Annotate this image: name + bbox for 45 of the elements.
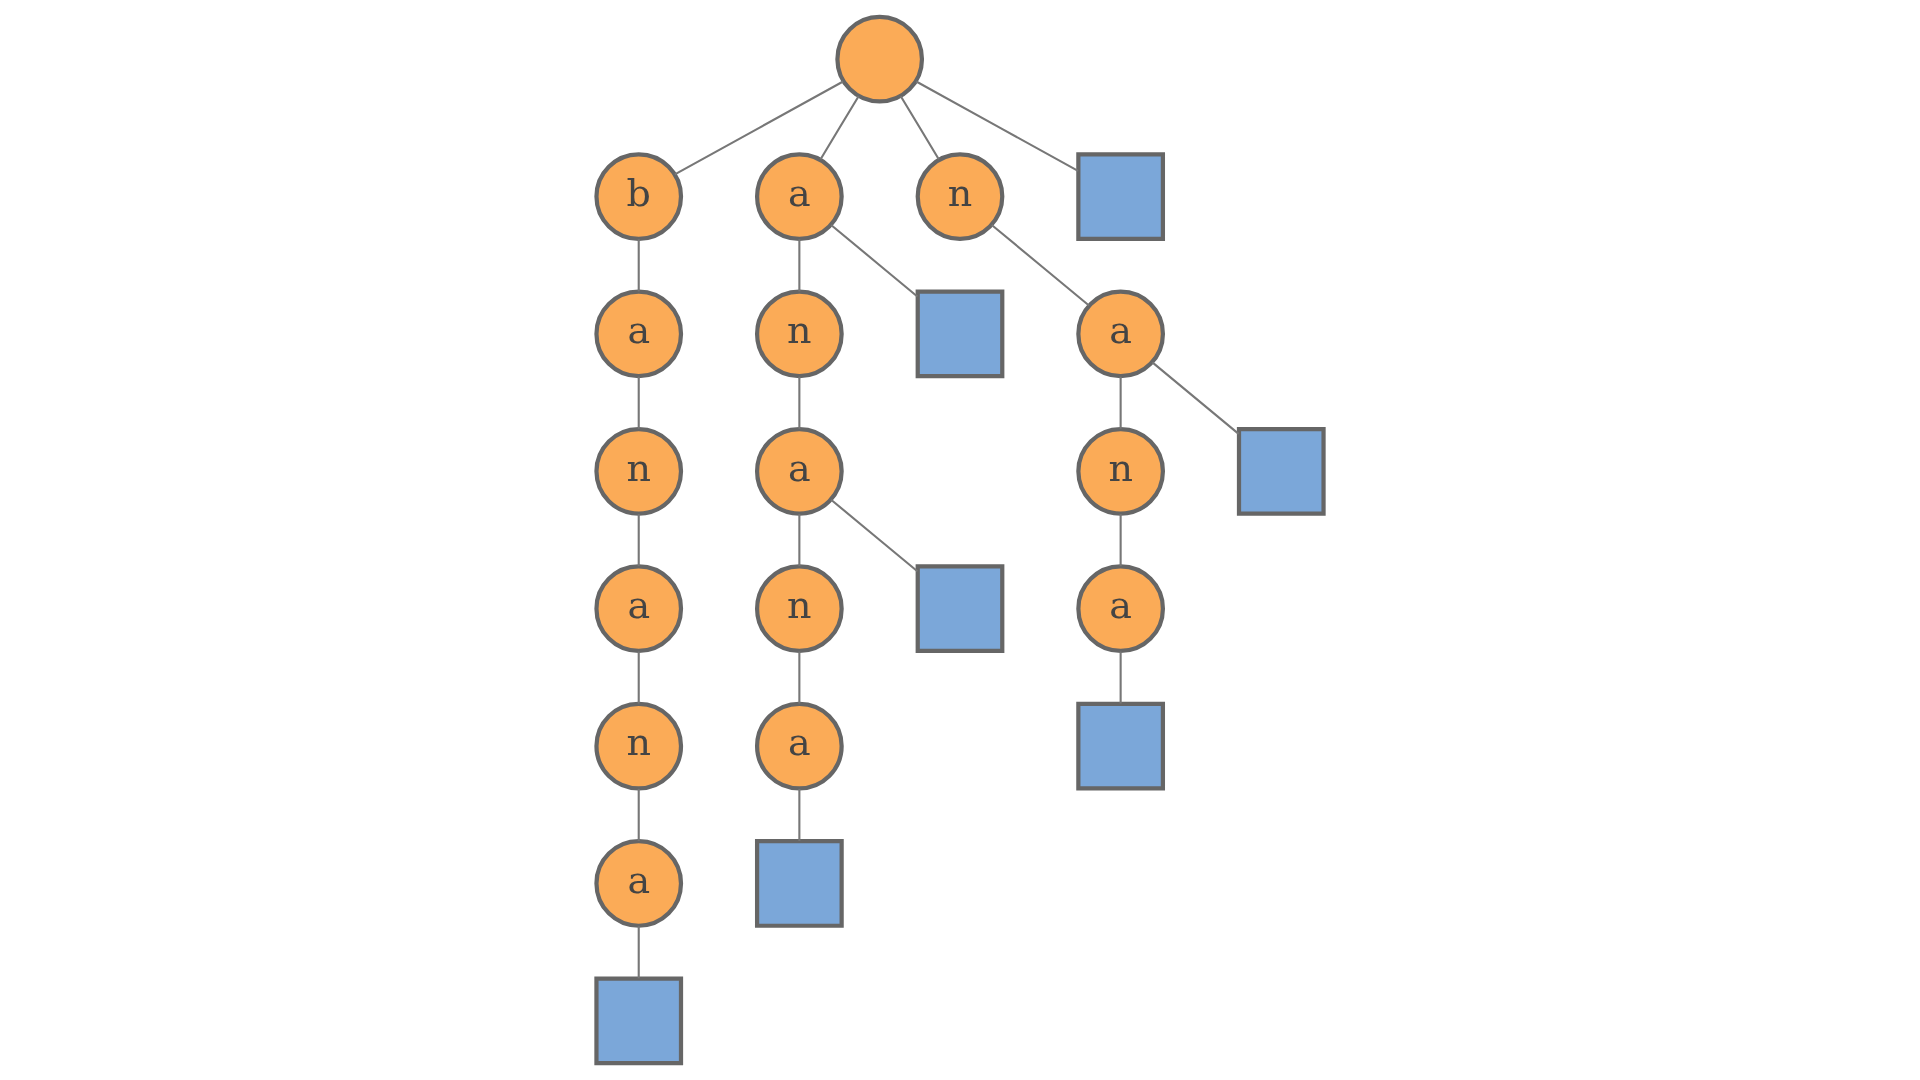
node-circle: a <box>594 839 684 928</box>
connector <box>1151 361 1240 435</box>
connector <box>637 788 640 841</box>
connector <box>637 239 640 292</box>
node-circle: a <box>1076 289 1166 379</box>
connector <box>674 80 844 176</box>
node-circle: a <box>754 701 844 791</box>
connector <box>819 95 860 160</box>
connector <box>991 224 1090 307</box>
node-circle: n <box>594 426 684 516</box>
node-circle: n <box>915 152 1005 241</box>
node-box <box>915 564 1005 654</box>
node-circle: n <box>754 564 844 654</box>
node-box <box>594 976 684 1066</box>
connector <box>798 239 801 292</box>
connector <box>798 514 801 567</box>
connector <box>637 651 640 704</box>
connector <box>637 926 640 979</box>
node-box <box>1236 426 1326 516</box>
node-box <box>915 289 1005 379</box>
connector <box>798 651 801 704</box>
connector <box>637 514 640 567</box>
node-circle: a <box>594 564 684 654</box>
connector <box>798 376 801 429</box>
connector <box>798 788 801 841</box>
connector <box>1119 514 1122 567</box>
node-box <box>1076 701 1166 791</box>
connector <box>899 95 940 160</box>
node-circle: n <box>1076 426 1166 516</box>
node-circle: n <box>754 289 844 379</box>
node-circle: a <box>754 152 844 241</box>
node-circle: a <box>1076 564 1166 654</box>
connector <box>1119 651 1122 704</box>
node-box <box>1076 152 1166 241</box>
node-box <box>754 839 844 928</box>
node-circle: b <box>594 152 684 241</box>
node-circle: a <box>754 426 844 516</box>
node-circle <box>835 14 925 104</box>
node-circle: a <box>594 289 684 379</box>
connector <box>637 376 640 429</box>
connector <box>830 224 919 298</box>
connector <box>915 80 1079 172</box>
connector <box>1119 376 1122 429</box>
node-circle: n <box>594 701 684 791</box>
connector <box>830 498 919 573</box>
